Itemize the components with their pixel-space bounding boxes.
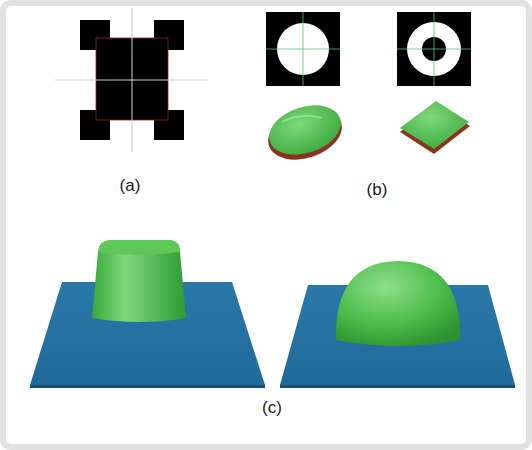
- frame: [3, 3, 529, 447]
- mask-b-ring: [397, 12, 471, 86]
- dome-on-plane: [280, 261, 515, 388]
- mask-a: [55, 8, 208, 152]
- mask-b-circle: [266, 12, 340, 86]
- panel-label: (c): [262, 398, 282, 418]
- square-pad-shape: [400, 101, 470, 154]
- panel-label: (b): [367, 180, 388, 200]
- panel-label: (a): [120, 176, 141, 196]
- block-on-plane: [30, 240, 265, 388]
- disk-shape: [261, 97, 348, 169]
